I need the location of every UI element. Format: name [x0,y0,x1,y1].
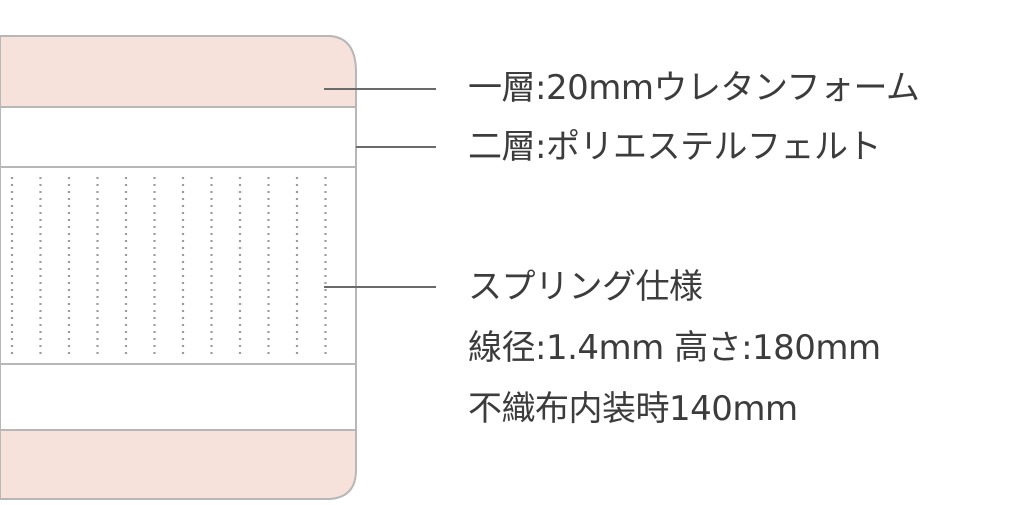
label-spring-fabric-height: 不織布内装時140mm [468,389,798,429]
bottom-urethane-layer [0,429,357,500]
top-felt-layer [0,106,357,168]
spring-core [0,166,357,365]
label-layer1: 一層:20mmウレタンフォーム [468,68,920,108]
bottom-felt-layer [0,363,357,431]
label-layer2: 二層:ポリエステルフェルト [468,127,881,167]
label-spring-spec: スプリング仕様 [468,267,703,307]
top-urethane-layer [0,35,357,108]
spring-dot-columns [10,177,327,356]
label-spring-dimensions: 線径:1.4mm 高さ:180mm [468,328,881,368]
